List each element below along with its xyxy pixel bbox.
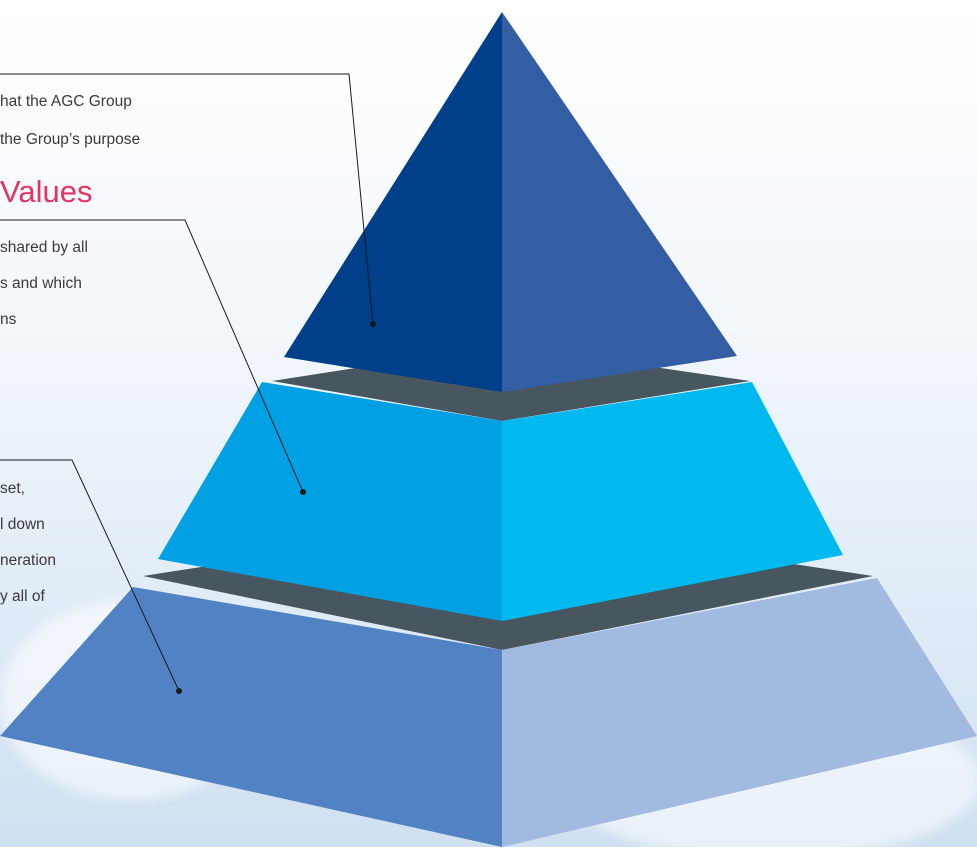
values-heading: Values: [0, 174, 93, 209]
top-tier-text-line: hat the AGC Group: [0, 93, 132, 110]
middle-tier-text-line: ns: [0, 311, 17, 328]
bottom-tier-text-line: neration: [0, 552, 57, 569]
top-tier-left-face: [284, 12, 502, 392]
top-tier-leader-line: [0, 73, 374, 325]
bottom-tier-text-line: l down: [0, 516, 45, 533]
bottom-tier-right-face: [502, 578, 977, 847]
top-tier-leader-dot: [370, 321, 376, 327]
top-tier-right-face: [502, 12, 737, 392]
middle-tier-text-line: s and which: [0, 275, 82, 292]
bottom-tier-text-line: set,: [0, 480, 25, 497]
bottom-tier-leader-line: [0, 459, 180, 692]
middle-tier-left-face: [158, 382, 502, 621]
bottom-tier-leader-dot: [176, 688, 182, 694]
bottom-tier-left-face: [0, 587, 502, 847]
middle-tier-leader-line: [0, 219, 304, 493]
middle-tier-text-line: shared by all: [0, 239, 88, 256]
middle-tier-leader-dot: [300, 489, 306, 495]
top-tier-text-line: the Group’s purpose: [0, 131, 141, 148]
middle-tier-right-face: [502, 382, 843, 621]
bottom-tier-text-line: y all of: [0, 588, 45, 605]
